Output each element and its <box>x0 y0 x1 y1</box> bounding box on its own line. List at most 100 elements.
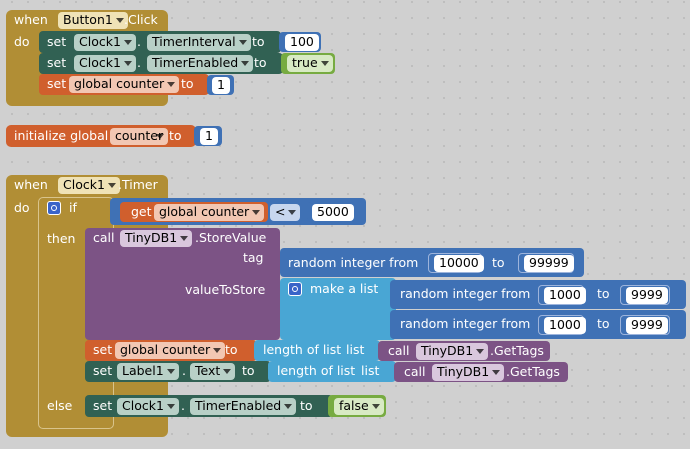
number-block-9999[interactable]: 9999 <box>620 285 670 305</box>
number-block-10000[interactable]: 10000 <box>428 253 484 273</box>
set-label: set <box>93 398 113 413</box>
number-field[interactable]: 9999 <box>626 287 668 304</box>
logic-block-false[interactable]: false <box>328 395 386 417</box>
to-label: to <box>169 128 182 143</box>
boolean-dropdown[interactable]: true <box>287 55 333 72</box>
variable-dropdown[interactable]: global counter <box>154 204 265 221</box>
number-block-1000[interactable]: 1000 <box>538 285 586 305</box>
do-slot <box>33 28 39 96</box>
property-dropdown-text[interactable]: Text <box>190 363 236 380</box>
when-label: when <box>14 177 48 192</box>
number-block-1[interactable]: 1 <box>207 75 234 95</box>
dot-label: . <box>137 34 141 49</box>
set-global-counter-block[interactable]: set global counter to <box>39 74 209 95</box>
list-socket-label: list <box>361 363 380 378</box>
component-dropdown-tinydb1[interactable]: TinyDB1 <box>120 230 193 247</box>
property-dropdown-timerenabled[interactable]: TimerEnabled <box>190 398 297 415</box>
number-field[interactable]: 100 <box>285 34 319 51</box>
then-label: then <box>47 231 76 246</box>
property-dropdown-timerinterval[interactable]: TimerInterval <box>147 34 251 51</box>
number-block-9999[interactable]: 9999 <box>620 315 670 335</box>
number-block-1[interactable]: 1 <box>194 126 222 146</box>
component-dropdown-clock1[interactable]: Clock1 <box>74 55 136 72</box>
set-clock1-timerenabled-block[interactable]: set Clock1 . TimerEnabled to <box>85 395 333 417</box>
component-dropdown-clock1[interactable]: Clock1 <box>117 398 179 415</box>
dot-label: . <box>182 363 186 378</box>
number-block-1000[interactable]: 1000 <box>538 315 586 335</box>
number-field[interactable]: 1000 <box>544 287 586 304</box>
tag-socket-label: tag <box>243 250 264 265</box>
to-label: to <box>181 76 194 91</box>
to-label: to <box>300 398 313 413</box>
else-label: else <box>47 398 73 413</box>
dot-label: . <box>181 398 185 413</box>
call-label: call <box>404 364 426 379</box>
call-label: call <box>93 230 115 245</box>
length-of-list-label: length of list <box>277 363 356 378</box>
number-field[interactable]: 10000 <box>434 255 484 272</box>
call-tinydb1-gettags-block[interactable]: call TinyDB1 .GetTags <box>394 362 568 382</box>
do-label: do <box>14 34 30 49</box>
operator-dropdown[interactable]: < <box>270 204 301 221</box>
number-field[interactable]: 1 <box>212 77 230 94</box>
set-label: set <box>47 34 67 49</box>
length-of-list-block[interactable]: length of list list <box>268 361 396 382</box>
number-field[interactable]: 5000 <box>312 204 354 221</box>
call-tinydb1-storevalue-block[interactable]: call TinyDB1 .StoreValue tag valueToStor… <box>85 228 280 340</box>
variable-name-field[interactable]: counter <box>110 128 169 145</box>
to-label: to <box>597 286 610 301</box>
number-field[interactable]: 1000 <box>544 317 586 334</box>
random-integer-block[interactable]: random integer from 10000 to 99999 <box>280 248 584 277</box>
dot-label: . <box>137 55 141 70</box>
to-label: to <box>242 363 255 378</box>
call-tinydb1-gettags-block[interactable]: call TinyDB1 .GetTags <box>378 341 550 361</box>
initialize-global-counter-block[interactable]: initialize global counter to <box>6 125 196 147</box>
random-integer-label: random integer from <box>288 255 419 270</box>
set-global-counter-block[interactable]: set global counter to <box>85 340 257 361</box>
variable-dropdown[interactable]: global counter <box>115 342 226 359</box>
variable-dropdown[interactable]: global counter <box>69 76 180 93</box>
component-dropdown-tinydb1[interactable]: TinyDB1 <box>416 343 489 360</box>
to-label: to <box>252 34 265 49</box>
method-label: .GetTags <box>506 364 560 379</box>
component-dropdown-label1[interactable]: Label1 <box>117 363 179 380</box>
event-label: .Timer <box>118 177 158 192</box>
method-label: .GetTags <box>490 343 544 358</box>
get-label: get <box>131 204 152 219</box>
random-integer-label: random integer from <box>400 286 531 301</box>
length-of-list-block[interactable]: length of list list <box>254 340 380 361</box>
gear-icon[interactable] <box>47 201 61 215</box>
event-label: .Click <box>124 12 158 27</box>
to-label: to <box>254 55 267 70</box>
number-field[interactable]: 9999 <box>626 317 668 334</box>
boolean-dropdown[interactable]: false <box>334 398 384 415</box>
component-dropdown-tinydb1[interactable]: TinyDB1 <box>432 364 505 381</box>
valuetostore-socket-label: valueToStore <box>185 282 266 297</box>
call-label: call <box>388 343 410 358</box>
set-clock1-timerenabled-block[interactable]: set Clock1 . TimerEnabled to <box>39 53 283 74</box>
number-field[interactable]: 99999 <box>524 255 574 272</box>
get-global-counter-block[interactable]: get global counter <box>120 202 268 222</box>
set-clock1-timerinterval-block[interactable]: set Clock1 . TimerInterval to <box>39 31 281 53</box>
component-dropdown-button1[interactable]: Button1 <box>58 12 128 29</box>
set-label1-text-block[interactable]: set Label1 . Text to <box>85 361 271 382</box>
random-integer-block[interactable]: random integer from 1000 to 9999 <box>390 310 686 339</box>
number-field[interactable]: 1 <box>200 128 218 145</box>
make-a-list-block[interactable]: make a list <box>280 278 396 340</box>
list-socket-label: list <box>346 342 365 357</box>
number-block-99999[interactable]: 99999 <box>518 253 574 273</box>
component-dropdown-clock1[interactable]: Clock1 <box>74 34 136 51</box>
set-label: set <box>47 76 67 91</box>
number-block-100[interactable]: 100 <box>279 32 321 52</box>
number-block-5000[interactable]: 5000 <box>307 202 355 222</box>
property-dropdown-timerenabled[interactable]: TimerEnabled <box>147 55 254 72</box>
set-label: set <box>47 55 67 70</box>
random-integer-block[interactable]: random integer from 1000 to 9999 <box>390 280 686 309</box>
when-label: when <box>14 12 48 27</box>
component-dropdown-clock1[interactable]: Clock1 <box>58 177 120 194</box>
to-label: to <box>225 342 238 357</box>
gear-icon[interactable] <box>288 282 302 296</box>
if-label: if <box>69 200 77 215</box>
to-label: to <box>492 255 505 270</box>
logic-block-true[interactable]: true <box>281 53 335 74</box>
